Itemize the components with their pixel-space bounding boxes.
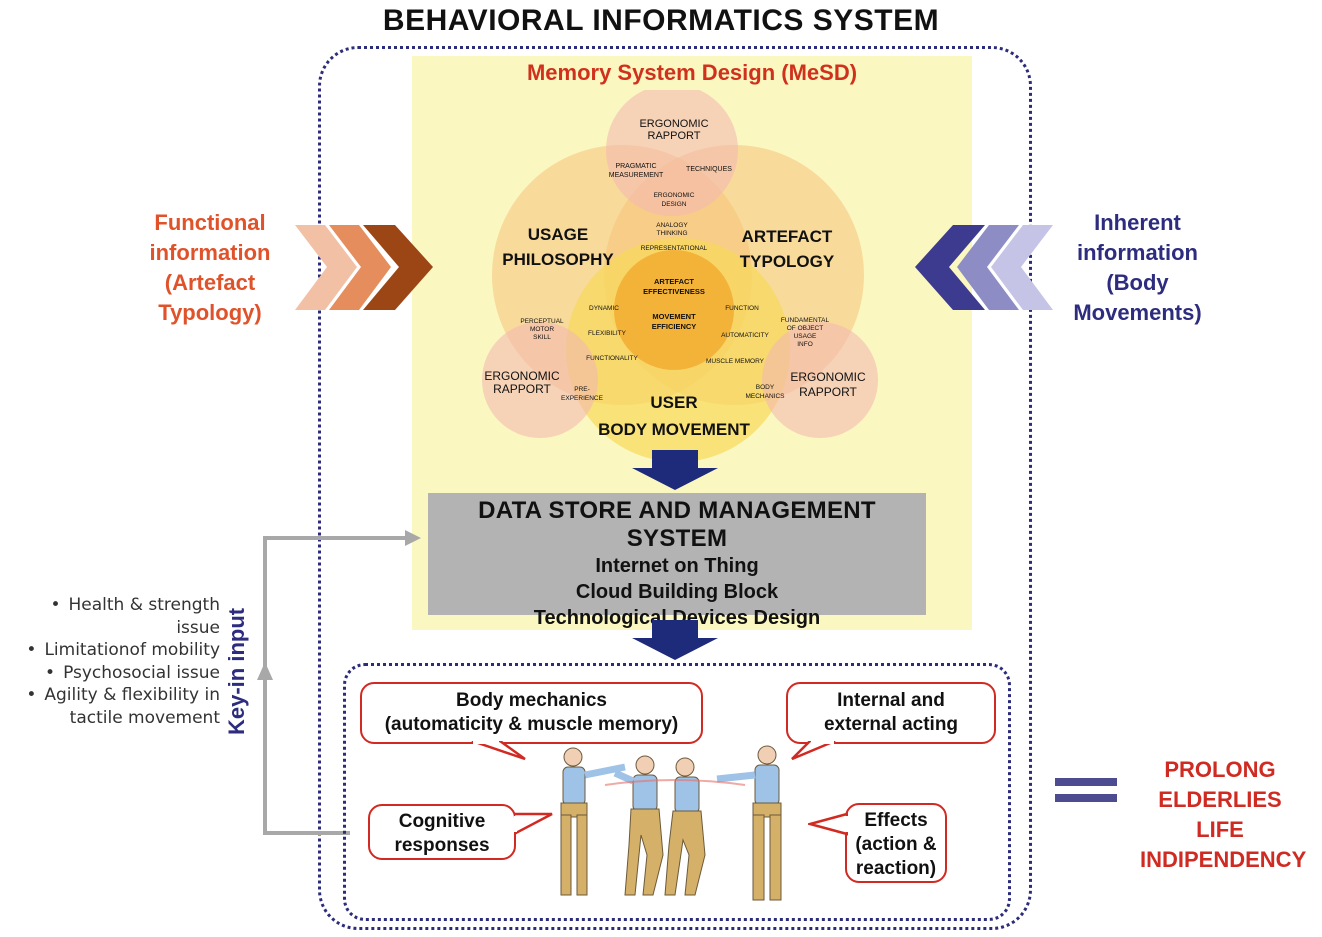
bullet-item: •Psychosocial issue xyxy=(45,662,220,683)
equals-sign xyxy=(1055,778,1117,802)
callout-pointer xyxy=(808,812,848,836)
venn-circle-right-rapport xyxy=(762,322,878,438)
callout-effects: Effects(action &reaction) xyxy=(845,803,947,883)
svg-text:Key-in input: Key-in input xyxy=(224,607,249,735)
automaticity-label: AUTOMATICITY xyxy=(721,332,769,339)
muscle-memory-label: MUSCLE MEMORY xyxy=(706,358,765,365)
bullet-item-cont: tactile movement xyxy=(69,707,220,728)
input-bullet-list: •Health & strength issue •Limitationof m… xyxy=(0,594,220,729)
down-arrow-2 xyxy=(632,620,718,660)
venn-circle-left-rapport xyxy=(482,322,598,438)
function-label: FUNCTION xyxy=(725,305,759,312)
data-store-line: Technological Devices Design xyxy=(533,607,821,629)
elderly-figures-illustration xyxy=(560,745,782,901)
data-store-box: DATA STORE AND MANAGEMENT SYSTEM Interne… xyxy=(428,493,926,629)
callout-pointer xyxy=(514,812,553,836)
inner-dotted-frame xyxy=(343,663,1011,921)
bullet-item: •Agility & flexibility in xyxy=(26,685,220,705)
dynamic-label: DYNAMIC xyxy=(589,305,619,312)
mesd-title: Memory System Design (MeSD) xyxy=(526,60,858,85)
diagram-title: BEHAVIORAL INFORMATICS SYSTEM xyxy=(382,4,940,37)
callout-body-mechanics: Body mechanics(automaticity & muscle mem… xyxy=(360,682,703,744)
callout-pointer xyxy=(471,741,526,761)
pre-experience-label: PRE-EXPERIENCE xyxy=(561,386,604,402)
data-store-line: Cloud Building Block xyxy=(575,581,779,603)
bullet-item: •Limitationof mobility xyxy=(26,640,220,660)
data-store-title: DATA STORE AND MANAGEMENT SYSTEM xyxy=(478,497,876,552)
feedback-arrow xyxy=(257,530,421,835)
venn-core xyxy=(614,250,734,370)
down-arrow-1 xyxy=(632,450,718,490)
representational-label: REPRESENTATIONAL xyxy=(641,245,708,252)
bullet-item: •Health & strength xyxy=(50,595,220,615)
data-store-line: Internet on Thing xyxy=(595,555,759,577)
functionality-label: FUNCTIONALITY xyxy=(586,355,638,362)
techniques-label: TECHNIQUES xyxy=(686,166,732,173)
bullet-item-cont: issue xyxy=(176,617,220,638)
outer-dotted-frame xyxy=(318,46,1032,930)
inherent-chevrons xyxy=(915,225,1053,310)
venn-circle-top-rapport xyxy=(606,90,738,216)
functional-chevrons xyxy=(295,225,433,310)
flexibility-label: FLEXIBILITY xyxy=(588,330,627,337)
key-in-input-label: Key-in input xyxy=(224,607,249,735)
callout-pointer xyxy=(791,741,836,761)
